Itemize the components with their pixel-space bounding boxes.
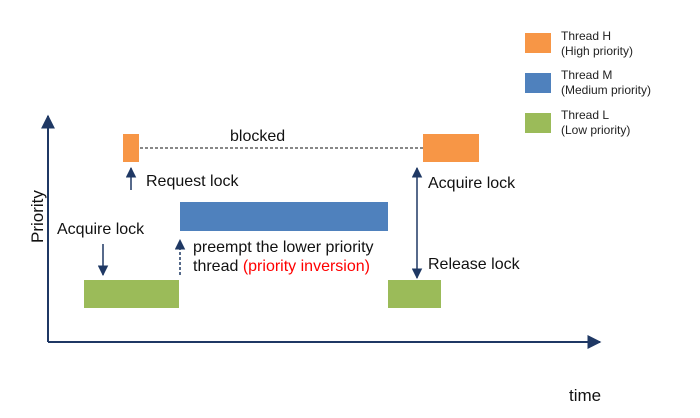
legend-thread-l-desc: (Low priority) [561, 123, 631, 137]
blocked-label: blocked [230, 128, 286, 145]
legend-swatch-thread-h [525, 33, 551, 53]
acquire-lock-right-label: Acquire lock [428, 175, 516, 192]
legend-thread-h-desc: (High priority) [561, 44, 634, 58]
preempt-label-line2: thread (priority inversion) [193, 257, 370, 276]
priority-inversion-text: (priority inversion) [242, 258, 370, 275]
y-axis-label: Priority [28, 190, 47, 243]
acquire-lock-left-label: Acquire lock [57, 221, 145, 238]
request-lock-label: Request lock [146, 173, 239, 190]
preempt-thread-text: thread [193, 258, 239, 275]
thread-l-bar-release [388, 280, 441, 308]
thread-l-bar-start [84, 280, 179, 308]
preempt-label-line1: preempt the lower priority [193, 239, 374, 256]
legend-thread-m-name: Thread M [561, 68, 613, 82]
legend-label-thread-l: Thread L (Low priority) [561, 108, 630, 138]
thread-m-bar [180, 202, 388, 231]
x-axis-label: time [569, 386, 602, 405]
thread-h-bar-request [123, 134, 139, 162]
legend-swatch-thread-m [525, 73, 551, 93]
legend-label-thread-h: Thread H (High priority) [561, 29, 633, 59]
legend-thread-h-name: Thread H [561, 29, 612, 43]
legend-thread-l-name: Thread L [561, 108, 610, 122]
release-lock-label: Release lock [428, 256, 520, 273]
thread-h-bar-acquire [423, 134, 479, 162]
legend-thread-m-desc: (Medium priority) [561, 83, 652, 97]
legend-swatch-thread-l [525, 113, 551, 133]
legend-label-thread-m: Thread M (Medium priority) [561, 68, 651, 98]
